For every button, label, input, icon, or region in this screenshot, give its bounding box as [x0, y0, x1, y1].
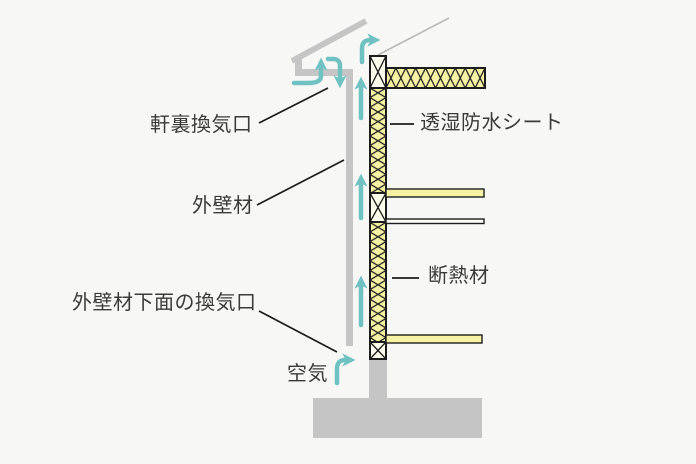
- ground-floor-board: [385, 334, 483, 344]
- foundation-footing: [313, 398, 482, 438]
- top-plate: [369, 55, 387, 89]
- floor-beam: [369, 192, 387, 223]
- airflow-eave-down-arrow-icon: [325, 56, 347, 89]
- label-exterior-wall-bottom-vent: 外壁材下面の換気口: [72, 292, 257, 314]
- label-exterior-wall: 外壁材: [192, 195, 254, 217]
- airflow-roof-exit-arrow-icon: [359, 33, 381, 65]
- label-insulation: 断熱材: [428, 265, 490, 287]
- foundation-stem: [369, 359, 387, 398]
- roof-line-upper: [377, 17, 450, 56]
- label-eaves-vent: 軒裏換気口: [150, 114, 253, 136]
- wall-insulation-lower: [369, 221, 387, 343]
- leader-exterior-wall: [256, 159, 345, 206]
- ceiling-insulation-beam: [385, 67, 486, 89]
- roof-slope: [290, 18, 368, 64]
- mid-floor-board: [385, 188, 485, 198]
- leader-bottom-vent: [258, 310, 338, 353]
- leader-eaves-vent: [258, 87, 329, 124]
- airflow-bottom-entry-arrow-icon: [334, 353, 356, 386]
- wall-insulation-upper: [369, 87, 387, 194]
- airflow-eave-entry-arrow-icon: [291, 57, 328, 86]
- mid-ceiling-line: [385, 218, 485, 225]
- eave-soffit: [295, 57, 346, 76]
- label-waterproof-sheet: 透湿防水シート: [420, 112, 564, 134]
- label-air: 空気: [287, 363, 328, 385]
- exterior-wall-panel: [346, 69, 353, 346]
- sill-plate: [369, 341, 387, 360]
